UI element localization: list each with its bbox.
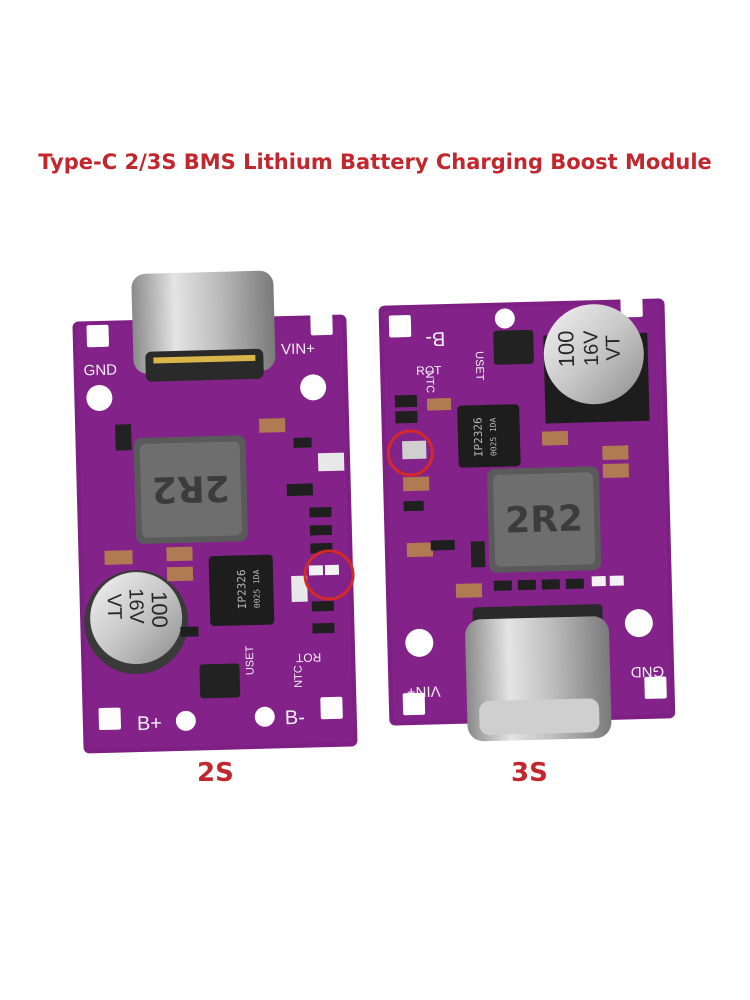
smd-components-left xyxy=(104,418,345,637)
chip-marking-2: 0025 1DA xyxy=(252,569,262,608)
chip-marking: IP2326 xyxy=(471,417,485,457)
usb-c-port-left xyxy=(131,270,276,382)
label-uset: USET xyxy=(473,351,486,381)
label-uset: USET xyxy=(244,645,257,675)
label-vin: VIN+ xyxy=(406,682,440,700)
mounting-holes-right xyxy=(388,294,667,716)
label-bplus: B+ xyxy=(137,712,163,735)
product-title: Type-C 2/3S BMS Lithium Battery Charging… xyxy=(38,150,712,174)
inductor-right: 2R2 xyxy=(486,466,602,573)
usb-c-port-right xyxy=(465,604,612,742)
cap-value: 100 xyxy=(553,330,579,367)
highlight-circle-right xyxy=(386,429,434,477)
label-bminus: B- xyxy=(285,707,306,730)
ic-chip-left: IP2326 0025 1DA xyxy=(208,554,275,627)
label-ntc: NTC xyxy=(292,665,305,688)
cap-value: 100 xyxy=(146,591,172,628)
caption-2s: 2S xyxy=(197,758,234,788)
inductor-marking: 2R2 xyxy=(151,467,230,510)
capacitor-right: 100 16V VT xyxy=(543,304,650,424)
cap-series: VT xyxy=(103,594,126,620)
chip-marking-2: 0025 1DA xyxy=(488,417,498,456)
inductor-left: 2R2 xyxy=(133,435,248,544)
label-gnd: GND xyxy=(630,662,664,680)
mosfet-right xyxy=(493,329,534,365)
label-ntc: NTC xyxy=(423,370,436,393)
label-gnd: GND xyxy=(83,362,117,380)
smd-components-right xyxy=(394,394,630,598)
inductor-marking: 2R2 xyxy=(505,499,584,542)
label-rot: ROT xyxy=(416,363,442,378)
board-2s: 2R2 100 16V VT IP2326 0025 1DA xyxy=(72,270,358,754)
highlight-circle-left xyxy=(303,549,355,601)
caption-3s: 3S xyxy=(511,758,548,788)
cap-series: VT xyxy=(602,335,625,361)
label-vin: VIN+ xyxy=(281,340,315,358)
cap-voltage: 16V xyxy=(124,588,147,625)
capacitor-left: 100 16V VT xyxy=(84,570,189,675)
mosfet-left xyxy=(199,663,241,699)
chip-marking: IP2326 xyxy=(235,569,249,609)
ic-chip-right: IP2326 0025 1DA xyxy=(457,404,521,468)
label-rot: ROT xyxy=(295,650,321,665)
label-bminus: B- xyxy=(425,327,446,350)
mounting-holes xyxy=(86,312,343,731)
cap-voltage: 16V xyxy=(580,330,603,367)
board-3s: 100 16V VT IP2326 0025 1DA 2R2 xyxy=(378,294,676,742)
